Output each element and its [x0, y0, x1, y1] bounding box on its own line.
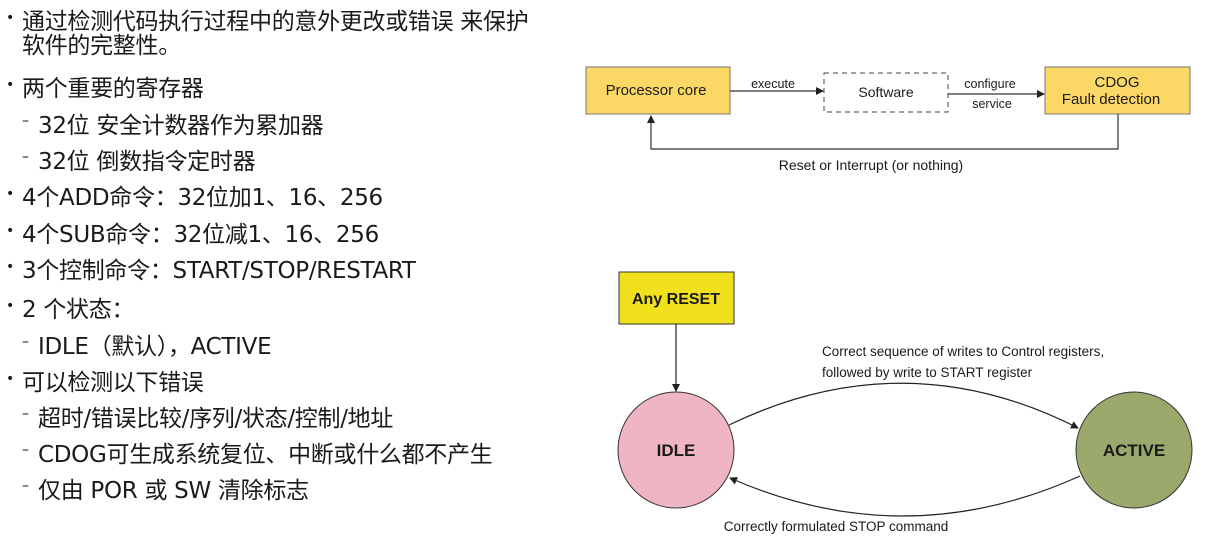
- idle-state: [617, 391, 735, 509]
- bullet-text: CDOG可生成系统复位、中断或什么都不产生: [38, 442, 493, 468]
- bullet-text: IDLE（默认），ACTIVE: [38, 334, 272, 360]
- bullet-text: 两个重要的寄存器: [22, 76, 204, 102]
- bullet-marker: •: [6, 223, 15, 239]
- software-box: [823, 72, 949, 113]
- dash-marker: –: [22, 478, 29, 494]
- bullet-marker: •: [6, 186, 15, 202]
- to-active-arrow: [728, 382, 1079, 429]
- feedback-arrow: [647, 114, 1119, 150]
- dash-marker: –: [22, 334, 29, 350]
- bullet-text: 3个控制命令：START/STOP/RESTART: [22, 258, 416, 284]
- to-idle-label: Correctly formulated STOP command: [724, 519, 949, 534]
- bullet-text: 超时/错误比较/序列/状态/控制/地址: [38, 406, 394, 432]
- processor-core-box: [585, 66, 731, 115]
- dash-marker: –: [22, 406, 29, 422]
- active-label: ACTIVE: [1103, 441, 1165, 460]
- bullet-text: 4个SUB命令：32位减1、16、256: [22, 222, 379, 248]
- bullet-text: 32位 倒数指令定时器: [38, 149, 256, 175]
- any-reset-box: [618, 271, 735, 325]
- to-active-label-1: Correct sequence of writes to Control re…: [822, 344, 1104, 359]
- dash-marker: –: [22, 149, 29, 165]
- dash-marker: –: [22, 442, 29, 458]
- bullet-marker: •: [6, 10, 15, 26]
- bullet-text: 仅由 POR 或 SW 清除标志: [38, 478, 309, 504]
- any-reset-label: Any RESET: [632, 291, 720, 308]
- bullet-marker: •: [6, 298, 15, 314]
- bullet-text: 可以检测以下错误: [22, 370, 204, 396]
- bullet-marker: •: [6, 77, 15, 93]
- bullet-marker: •: [6, 371, 15, 387]
- feedback-label: Reset or Interrupt (or nothing): [779, 157, 963, 173]
- cdog-label: CDOG: [1095, 74, 1140, 91]
- bullet-text: 软件的完整性。: [22, 33, 181, 59]
- bullet-marker: •: [6, 259, 15, 275]
- execute-label: execute: [751, 77, 795, 91]
- dash-marker: –: [22, 113, 29, 129]
- bullet-text: 4个ADD命令：32位加1、16、256: [22, 185, 383, 211]
- bullet-text: 2 个状态：: [22, 297, 135, 323]
- to-active-label-2: followed by write to START register: [822, 365, 1033, 380]
- software-label: Software: [858, 84, 913, 100]
- idle-label: IDLE: [657, 441, 696, 460]
- processor-core-label: Processor core: [606, 82, 707, 99]
- cdog-box: [1044, 66, 1191, 115]
- bullet-text: 通过检测代码执行过程中的意外更改或错误 来保护: [22, 9, 529, 35]
- flow-diagram: Processor core execute Software configur…: [585, 66, 1191, 173]
- configure-label: configure: [964, 77, 1015, 91]
- to-idle-arrow: [729, 475, 1081, 517]
- state-diagram: Any RESET IDLE ACTIVE Correct sequence o…: [617, 271, 1193, 534]
- service-label: service: [972, 97, 1012, 111]
- fault-detection-label: Fault detection: [1062, 91, 1160, 108]
- bullet-text: 32位 安全计数器作为累加器: [38, 113, 324, 139]
- active-state: [1075, 391, 1193, 509]
